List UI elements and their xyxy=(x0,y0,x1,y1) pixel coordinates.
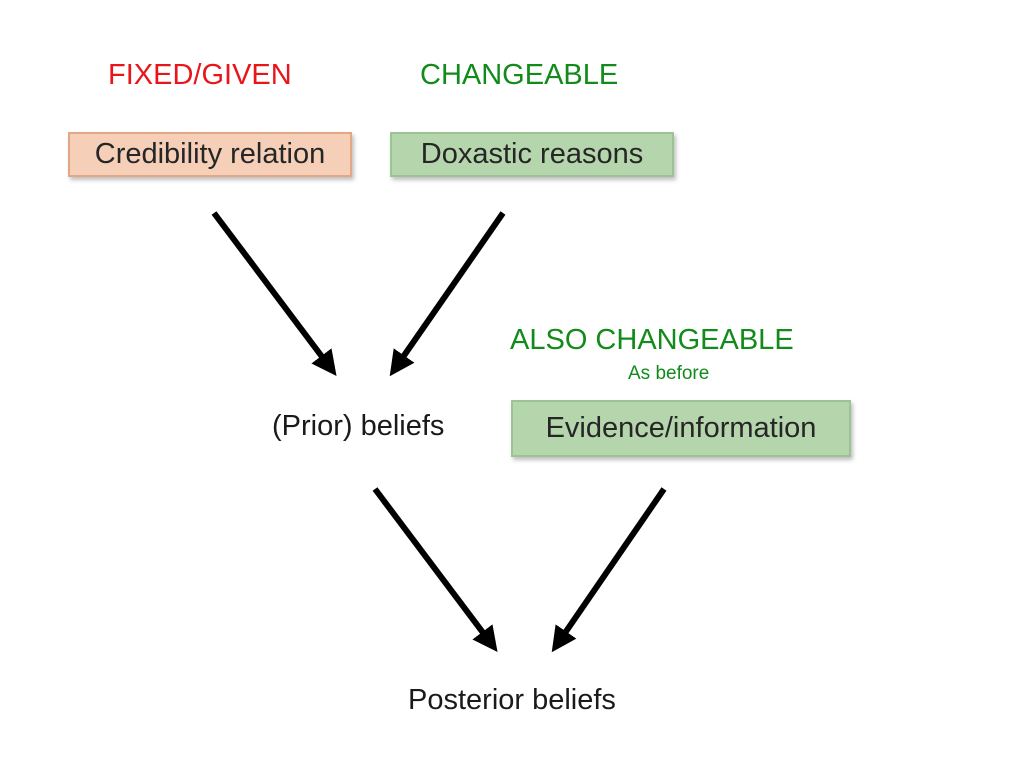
posterior-beliefs-label: Posterior beliefs xyxy=(408,684,616,716)
arrow-doxastic-to-prior xyxy=(389,211,506,377)
arrow-prior-to-posterior xyxy=(372,487,498,653)
doxastic-reasons-label: Doxastic reasons xyxy=(420,138,644,170)
credibility-relation-box: Credibility relation xyxy=(68,132,352,177)
prior-beliefs-label: (Prior) beliefs xyxy=(272,410,445,442)
also-changeable-heading: ALSO CHANGEABLE xyxy=(510,324,794,356)
evidence-information-box: Evidence/information xyxy=(511,400,851,457)
as-before-note: As before xyxy=(628,363,710,384)
arrow-credibility-to-prior xyxy=(211,211,337,377)
evidence-information-label: Evidence/information xyxy=(545,412,817,444)
credibility-relation-label: Credibility relation xyxy=(94,138,326,170)
arrow-evidence-to-posterior xyxy=(551,487,667,653)
fixed-given-heading: FIXED/GIVEN xyxy=(108,59,292,91)
doxastic-reasons-box: Doxastic reasons xyxy=(390,132,674,177)
changeable-heading: CHANGEABLE xyxy=(420,59,619,91)
